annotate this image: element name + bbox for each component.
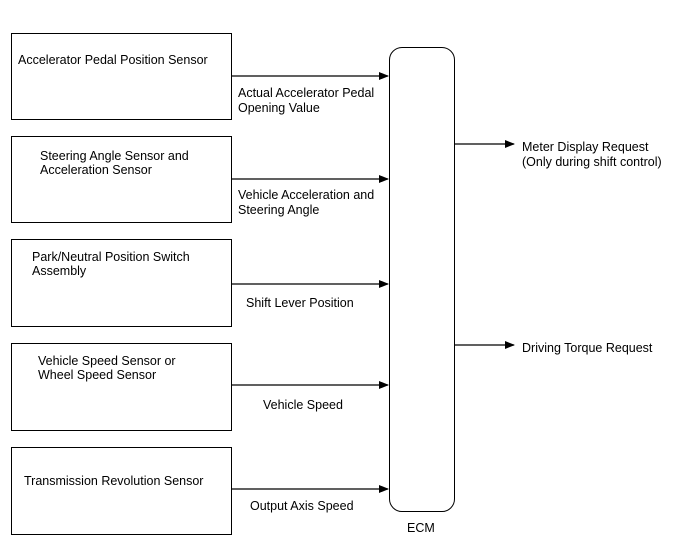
signal-acceleration-steering: Vehicle Acceleration and Steering Angle [238, 188, 375, 217]
signal-accelerator-opening: Actual Accelerator Pedal Opening Value [238, 86, 375, 115]
accelerator-pedal-sensor-box [11, 33, 232, 120]
ecm-block [389, 47, 455, 512]
steering-acceleration-sensor-box [11, 136, 232, 223]
output-driving-torque-request: Driving Torque Request [522, 341, 653, 355]
output-meter-display-request: Meter Display Request (Only during shift… [522, 140, 662, 169]
ecm-label: ECM [407, 521, 435, 535]
signal-shift-lever-position: Shift Lever Position [246, 296, 354, 310]
transmission-revolution-sensor-label: Transmission Revolution Sensor [24, 474, 204, 488]
vehicle-speed-sensor-label: Vehicle Speed Sensor or Wheel Speed Sens… [38, 354, 176, 382]
signal-output-axis-speed: Output Axis Speed [250, 499, 354, 513]
park-neutral-switch-box [11, 239, 232, 327]
signal-vehicle-speed: Vehicle Speed [263, 398, 343, 412]
steering-acceleration-sensor-label: Steering Angle Sensor and Acceleration S… [40, 149, 189, 177]
vehicle-speed-sensor-box [11, 343, 232, 431]
transmission-revolution-sensor-box [11, 447, 232, 535]
park-neutral-switch-label: Park/Neutral Position Switch Assembly [32, 250, 190, 278]
accelerator-pedal-sensor-label: Accelerator Pedal Position Sensor [18, 53, 208, 67]
